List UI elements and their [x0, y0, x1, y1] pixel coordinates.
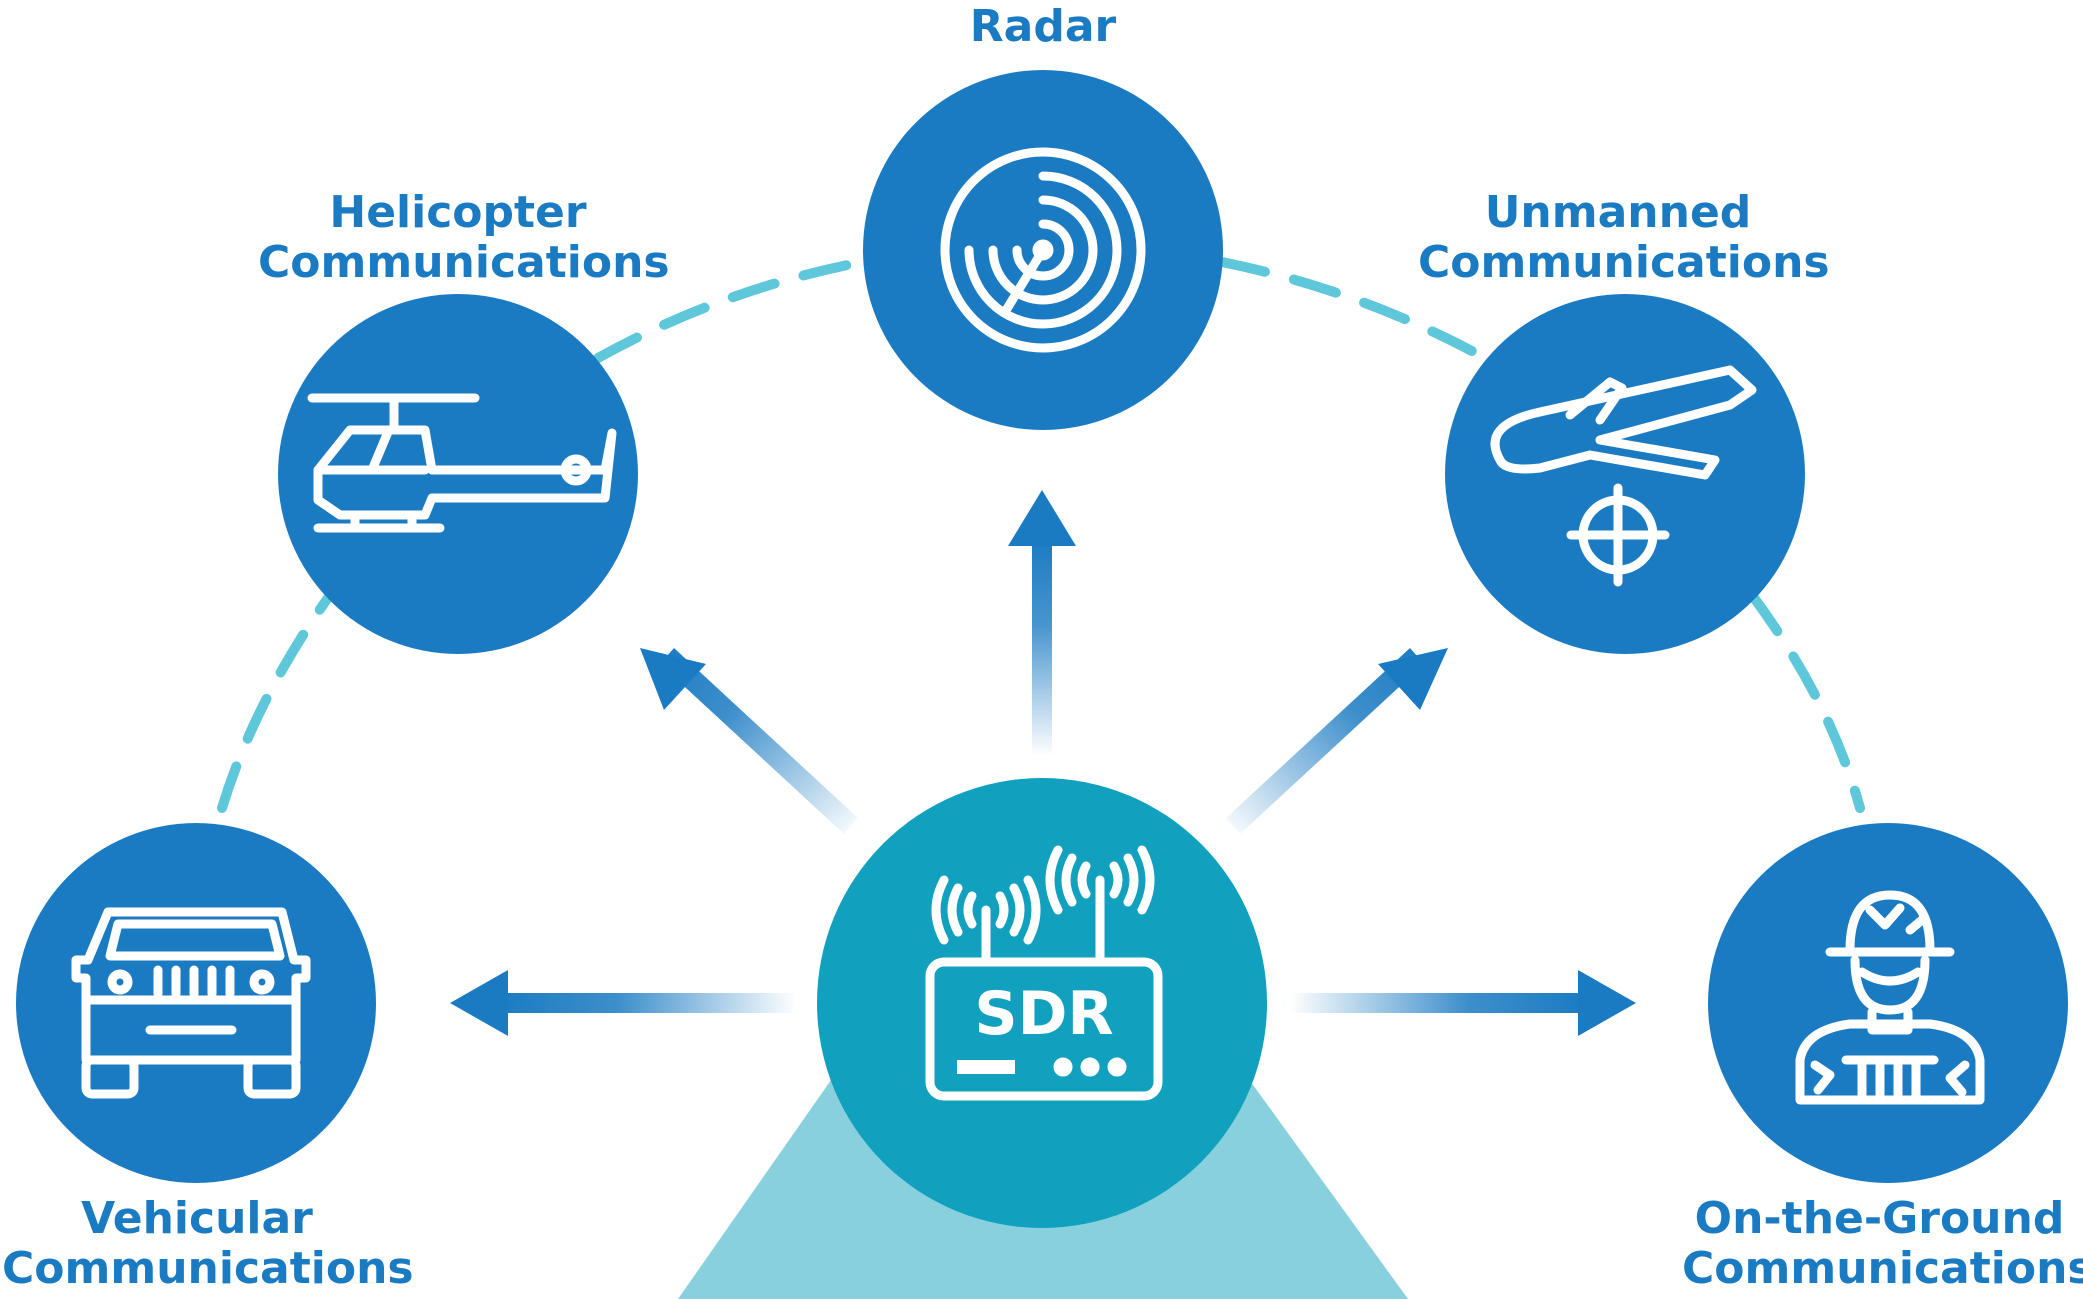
unmanned-node	[1445, 294, 1805, 654]
arrow-up	[1008, 490, 1076, 756]
unmanned-label: Unmanned Communications	[1418, 187, 1830, 288]
sdr-center-node	[817, 778, 1267, 1228]
ground-node	[1708, 823, 2068, 1183]
dashed-arc	[217, 257, 1865, 813]
arrow-left	[450, 970, 796, 1036]
radar-icon	[940, 147, 1146, 353]
vehicular-label: Vehicular Communications	[2, 1193, 414, 1294]
ground-label: On-the-Ground Communications	[1682, 1193, 2083, 1294]
drone-icon	[1490, 365, 1757, 587]
arrow-up-left	[640, 648, 858, 834]
radar-label: Radar	[969, 1, 1117, 52]
router-icon	[925, 845, 1163, 1101]
arrow-up-right	[1226, 648, 1448, 834]
sdr-device-label: SDR	[974, 979, 1113, 1049]
vehicle-icon	[71, 907, 311, 1099]
helicopter-label: Helicopter Communications	[258, 187, 670, 288]
arrow-right	[1290, 970, 1636, 1036]
helicopter-icon	[307, 393, 617, 533]
soldier-icon	[1795, 890, 1985, 1105]
